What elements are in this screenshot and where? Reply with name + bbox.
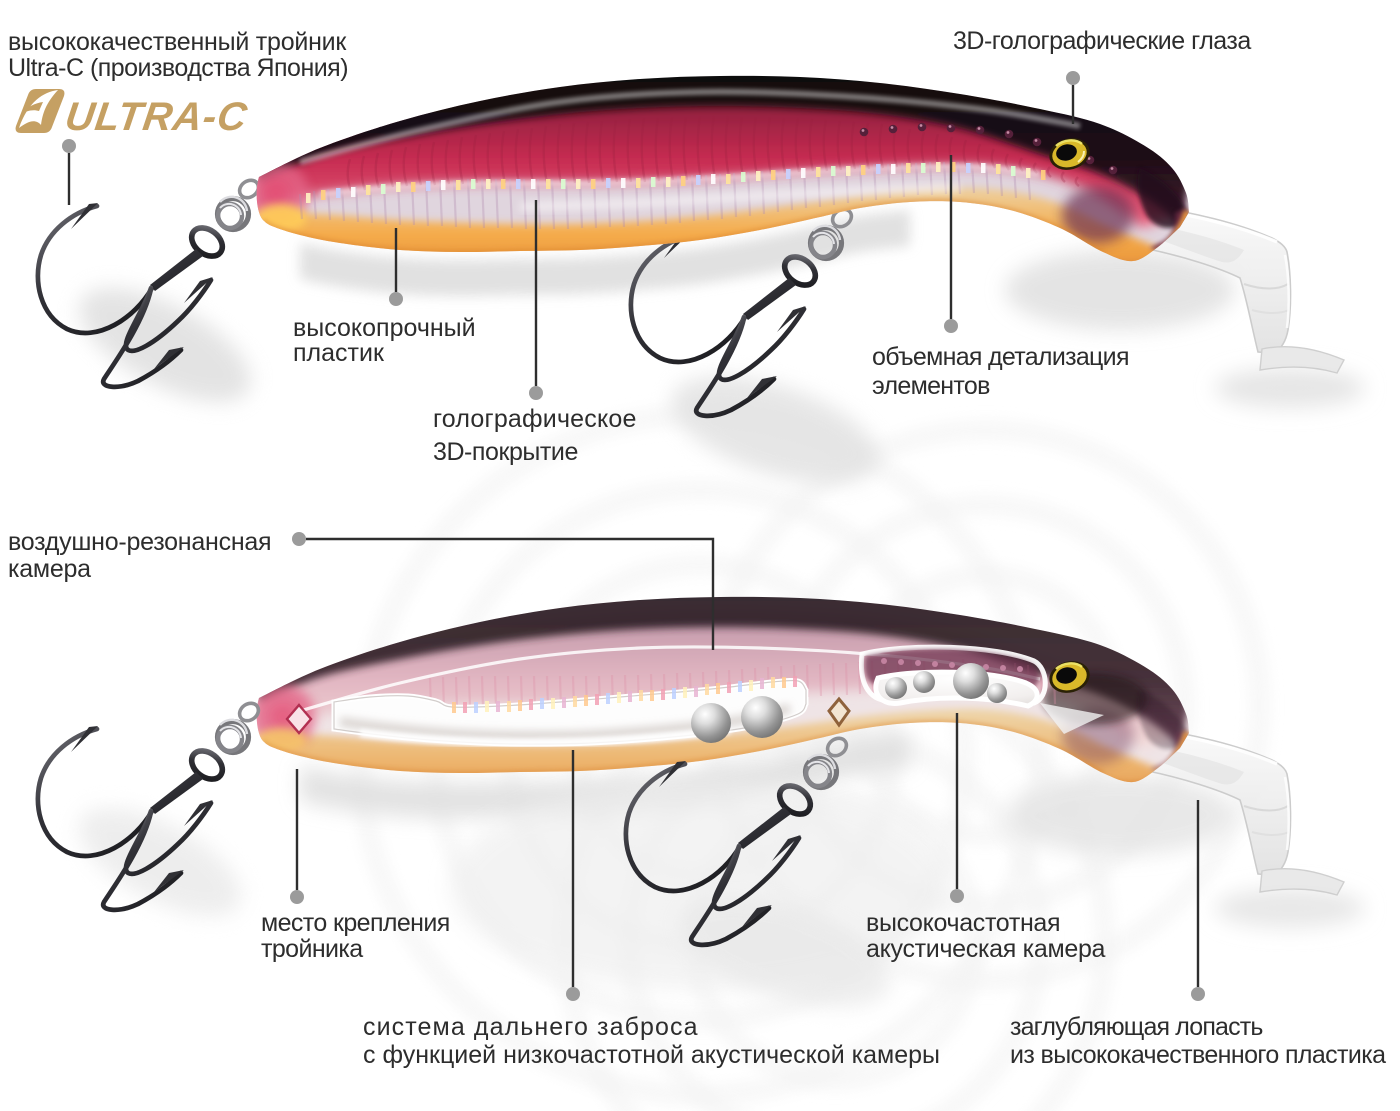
svg-text:ULTRA-C: ULTRA-C [62, 94, 250, 139]
